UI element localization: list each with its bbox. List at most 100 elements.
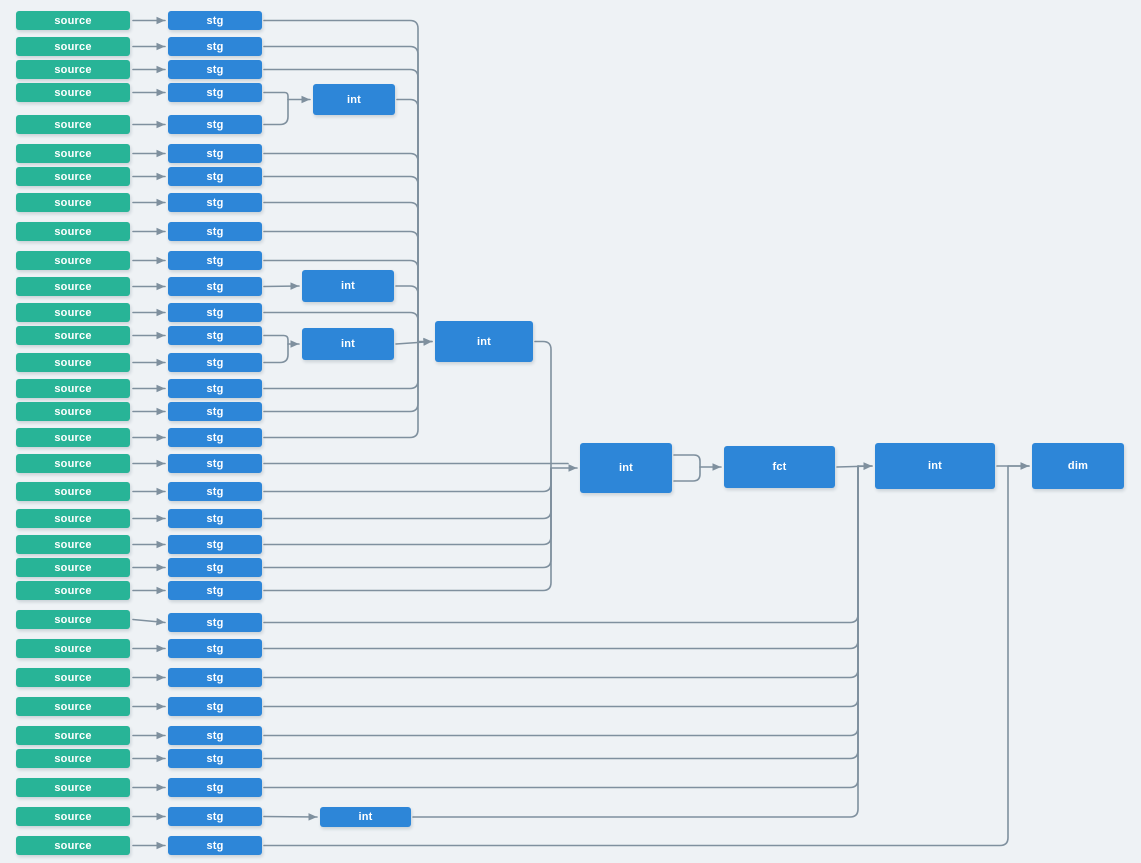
- node-label: stg: [206, 280, 224, 293]
- node-int-int1[interactable]: int: [313, 84, 395, 115]
- edge-stg29-int6: [263, 465, 859, 760]
- node-stg-stg10[interactable]: stg: [168, 251, 262, 270]
- node-stg-stg17[interactable]: stg: [168, 428, 262, 447]
- node-label: int: [358, 811, 373, 823]
- node-source-src2[interactable]: source: [16, 37, 130, 56]
- node-stg-stg21[interactable]: stg: [168, 535, 262, 554]
- node-stg-stg2[interactable]: stg: [168, 37, 262, 56]
- node-label: int: [340, 280, 356, 292]
- node-label: source: [54, 329, 92, 342]
- edge-stg25-int6: [263, 465, 859, 650]
- node-source-src23[interactable]: source: [16, 581, 130, 600]
- node-stg-stg30[interactable]: stg: [168, 778, 262, 797]
- node-source-src17[interactable]: source: [16, 428, 130, 447]
- node-stg-stg23[interactable]: stg: [168, 581, 262, 600]
- node-stg-stg12[interactable]: stg: [168, 303, 262, 322]
- node-stg-stg26[interactable]: stg: [168, 668, 262, 687]
- node-source-src3[interactable]: source: [16, 60, 130, 79]
- node-source-src32[interactable]: source: [16, 836, 130, 855]
- edge-stg6-int4: [263, 152, 419, 343]
- node-source-src30[interactable]: source: [16, 778, 130, 797]
- node-source-src19[interactable]: source: [16, 482, 130, 501]
- node-source-src20[interactable]: source: [16, 509, 130, 528]
- node-source-src22[interactable]: source: [16, 558, 130, 577]
- edge-stg31-int7: [263, 813, 318, 821]
- node-stg-stg6[interactable]: stg: [168, 144, 262, 163]
- node-source-src31[interactable]: source: [16, 807, 130, 826]
- edge-stg24-int6: [263, 465, 859, 624]
- node-stg-stg25[interactable]: stg: [168, 639, 262, 658]
- node-source-src14[interactable]: source: [16, 353, 130, 372]
- node-stg-stg4[interactable]: stg: [168, 83, 262, 102]
- node-source-src15[interactable]: source: [16, 379, 130, 398]
- node-label: stg: [206, 700, 224, 713]
- node-stg-stg11[interactable]: stg: [168, 277, 262, 296]
- node-stg-stg7[interactable]: stg: [168, 167, 262, 186]
- node-label: stg: [206, 356, 224, 369]
- node-int-int7[interactable]: int: [320, 807, 411, 827]
- node-fct-fct1[interactable]: fct: [724, 446, 835, 488]
- node-source-src27[interactable]: source: [16, 697, 130, 716]
- node-stg-stg13[interactable]: stg: [168, 326, 262, 345]
- node-stg-stg8[interactable]: stg: [168, 193, 262, 212]
- node-stg-stg5[interactable]: stg: [168, 115, 262, 134]
- node-source-src4[interactable]: source: [16, 83, 130, 102]
- node-source-src28[interactable]: source: [16, 726, 130, 745]
- node-label: source: [54, 729, 92, 742]
- node-stg-stg15[interactable]: stg: [168, 379, 262, 398]
- node-stg-stg3[interactable]: stg: [168, 60, 262, 79]
- node-source-src11[interactable]: source: [16, 277, 130, 296]
- node-source-src7[interactable]: source: [16, 167, 130, 186]
- node-source-src18[interactable]: source: [16, 454, 130, 473]
- node-label: stg: [206, 329, 224, 342]
- node-stg-stg14[interactable]: stg: [168, 353, 262, 372]
- edge-int4-int5: [534, 340, 552, 469]
- node-stg-stg32[interactable]: stg: [168, 836, 262, 855]
- node-label: source: [54, 671, 92, 684]
- node-stg-stg18[interactable]: stg: [168, 454, 262, 473]
- node-source-src9[interactable]: source: [16, 222, 130, 241]
- node-stg-stg29[interactable]: stg: [168, 749, 262, 768]
- node-source-src24[interactable]: source: [16, 610, 130, 629]
- node-stg-stg28[interactable]: stg: [168, 726, 262, 745]
- node-stg-stg20[interactable]: stg: [168, 509, 262, 528]
- edge-int5-fct1-top: [673, 454, 701, 468]
- node-source-src10[interactable]: source: [16, 251, 130, 270]
- node-source-src1[interactable]: source: [16, 11, 130, 30]
- node-source-src8[interactable]: source: [16, 193, 130, 212]
- node-label: stg: [206, 729, 224, 742]
- node-label: source: [54, 405, 92, 418]
- node-source-src26[interactable]: source: [16, 668, 130, 687]
- node-stg-stg24[interactable]: stg: [168, 613, 262, 632]
- node-source-src29[interactable]: source: [16, 749, 130, 768]
- node-int-int6[interactable]: int: [875, 443, 995, 489]
- node-label: source: [54, 196, 92, 209]
- node-label: source: [54, 810, 92, 823]
- node-stg-stg9[interactable]: stg: [168, 222, 262, 241]
- node-label: source: [54, 170, 92, 183]
- edge-stg20-int5: [263, 467, 552, 520]
- node-label: stg: [206, 118, 224, 131]
- node-source-src21[interactable]: source: [16, 535, 130, 554]
- node-source-src25[interactable]: source: [16, 639, 130, 658]
- node-stg-stg22[interactable]: stg: [168, 558, 262, 577]
- node-stg-stg16[interactable]: stg: [168, 402, 262, 421]
- node-source-src12[interactable]: source: [16, 303, 130, 322]
- node-stg-stg27[interactable]: stg: [168, 697, 262, 716]
- node-label: int: [476, 335, 492, 348]
- node-int-int4[interactable]: int: [435, 321, 533, 362]
- node-stg-stg31[interactable]: stg: [168, 807, 262, 826]
- node-source-src5[interactable]: source: [16, 115, 130, 134]
- node-label: source: [54, 700, 92, 713]
- node-stg-stg19[interactable]: stg: [168, 482, 262, 501]
- node-int-int2[interactable]: int: [302, 270, 394, 302]
- node-dim-dim1[interactable]: dim: [1032, 443, 1124, 489]
- node-source-src6[interactable]: source: [16, 144, 130, 163]
- node-source-src13[interactable]: source: [16, 326, 130, 345]
- node-int-int3[interactable]: int: [302, 328, 394, 360]
- node-int-int5[interactable]: int: [580, 443, 672, 493]
- node-stg-stg1[interactable]: stg: [168, 11, 262, 30]
- node-source-src16[interactable]: source: [16, 402, 130, 421]
- node-label: stg: [206, 584, 224, 597]
